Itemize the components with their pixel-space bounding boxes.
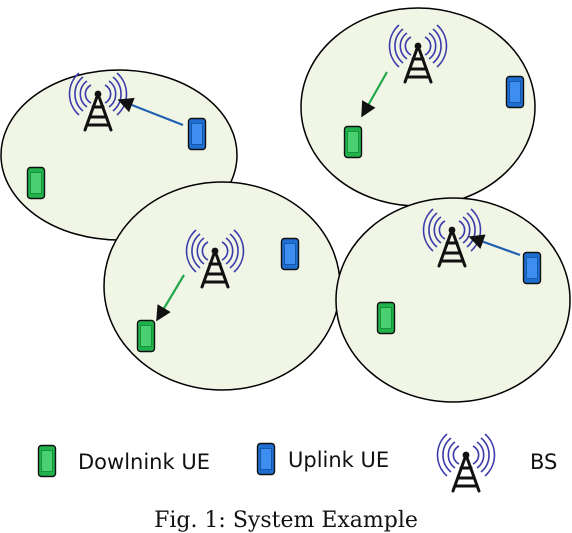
cell-top-right xyxy=(300,7,536,207)
uplink-ue-icon xyxy=(505,75,525,109)
uplink-arrow xyxy=(117,97,184,127)
legend-bs-label: BS xyxy=(530,450,558,474)
downlink-arrow xyxy=(361,71,388,118)
downlink-ue-icon xyxy=(26,166,46,200)
downlink-ue-icon xyxy=(136,319,156,353)
downlink-arrow xyxy=(156,274,185,322)
figure-caption: Fig. 1: System Example xyxy=(154,508,418,533)
legend-uplink-ue-icon xyxy=(256,442,276,476)
downlink-ue-icon xyxy=(376,301,396,335)
uplink-ue-icon xyxy=(522,251,542,285)
uplink-ue-icon xyxy=(187,117,207,151)
cell-circles xyxy=(0,7,571,403)
legend-uplink-label: Uplink UE xyxy=(288,448,390,472)
legend-downlink-label: Dowlnink UE xyxy=(78,450,210,474)
uplink-arrow xyxy=(468,234,521,257)
uplink-ue-icon xyxy=(280,237,300,271)
downlink-ue-icon xyxy=(343,125,363,159)
legend-downlink-ue-icon xyxy=(37,444,57,478)
legend-bs-icon xyxy=(436,432,496,493)
cell-center xyxy=(103,181,341,391)
cell-bottom-right xyxy=(335,197,571,403)
